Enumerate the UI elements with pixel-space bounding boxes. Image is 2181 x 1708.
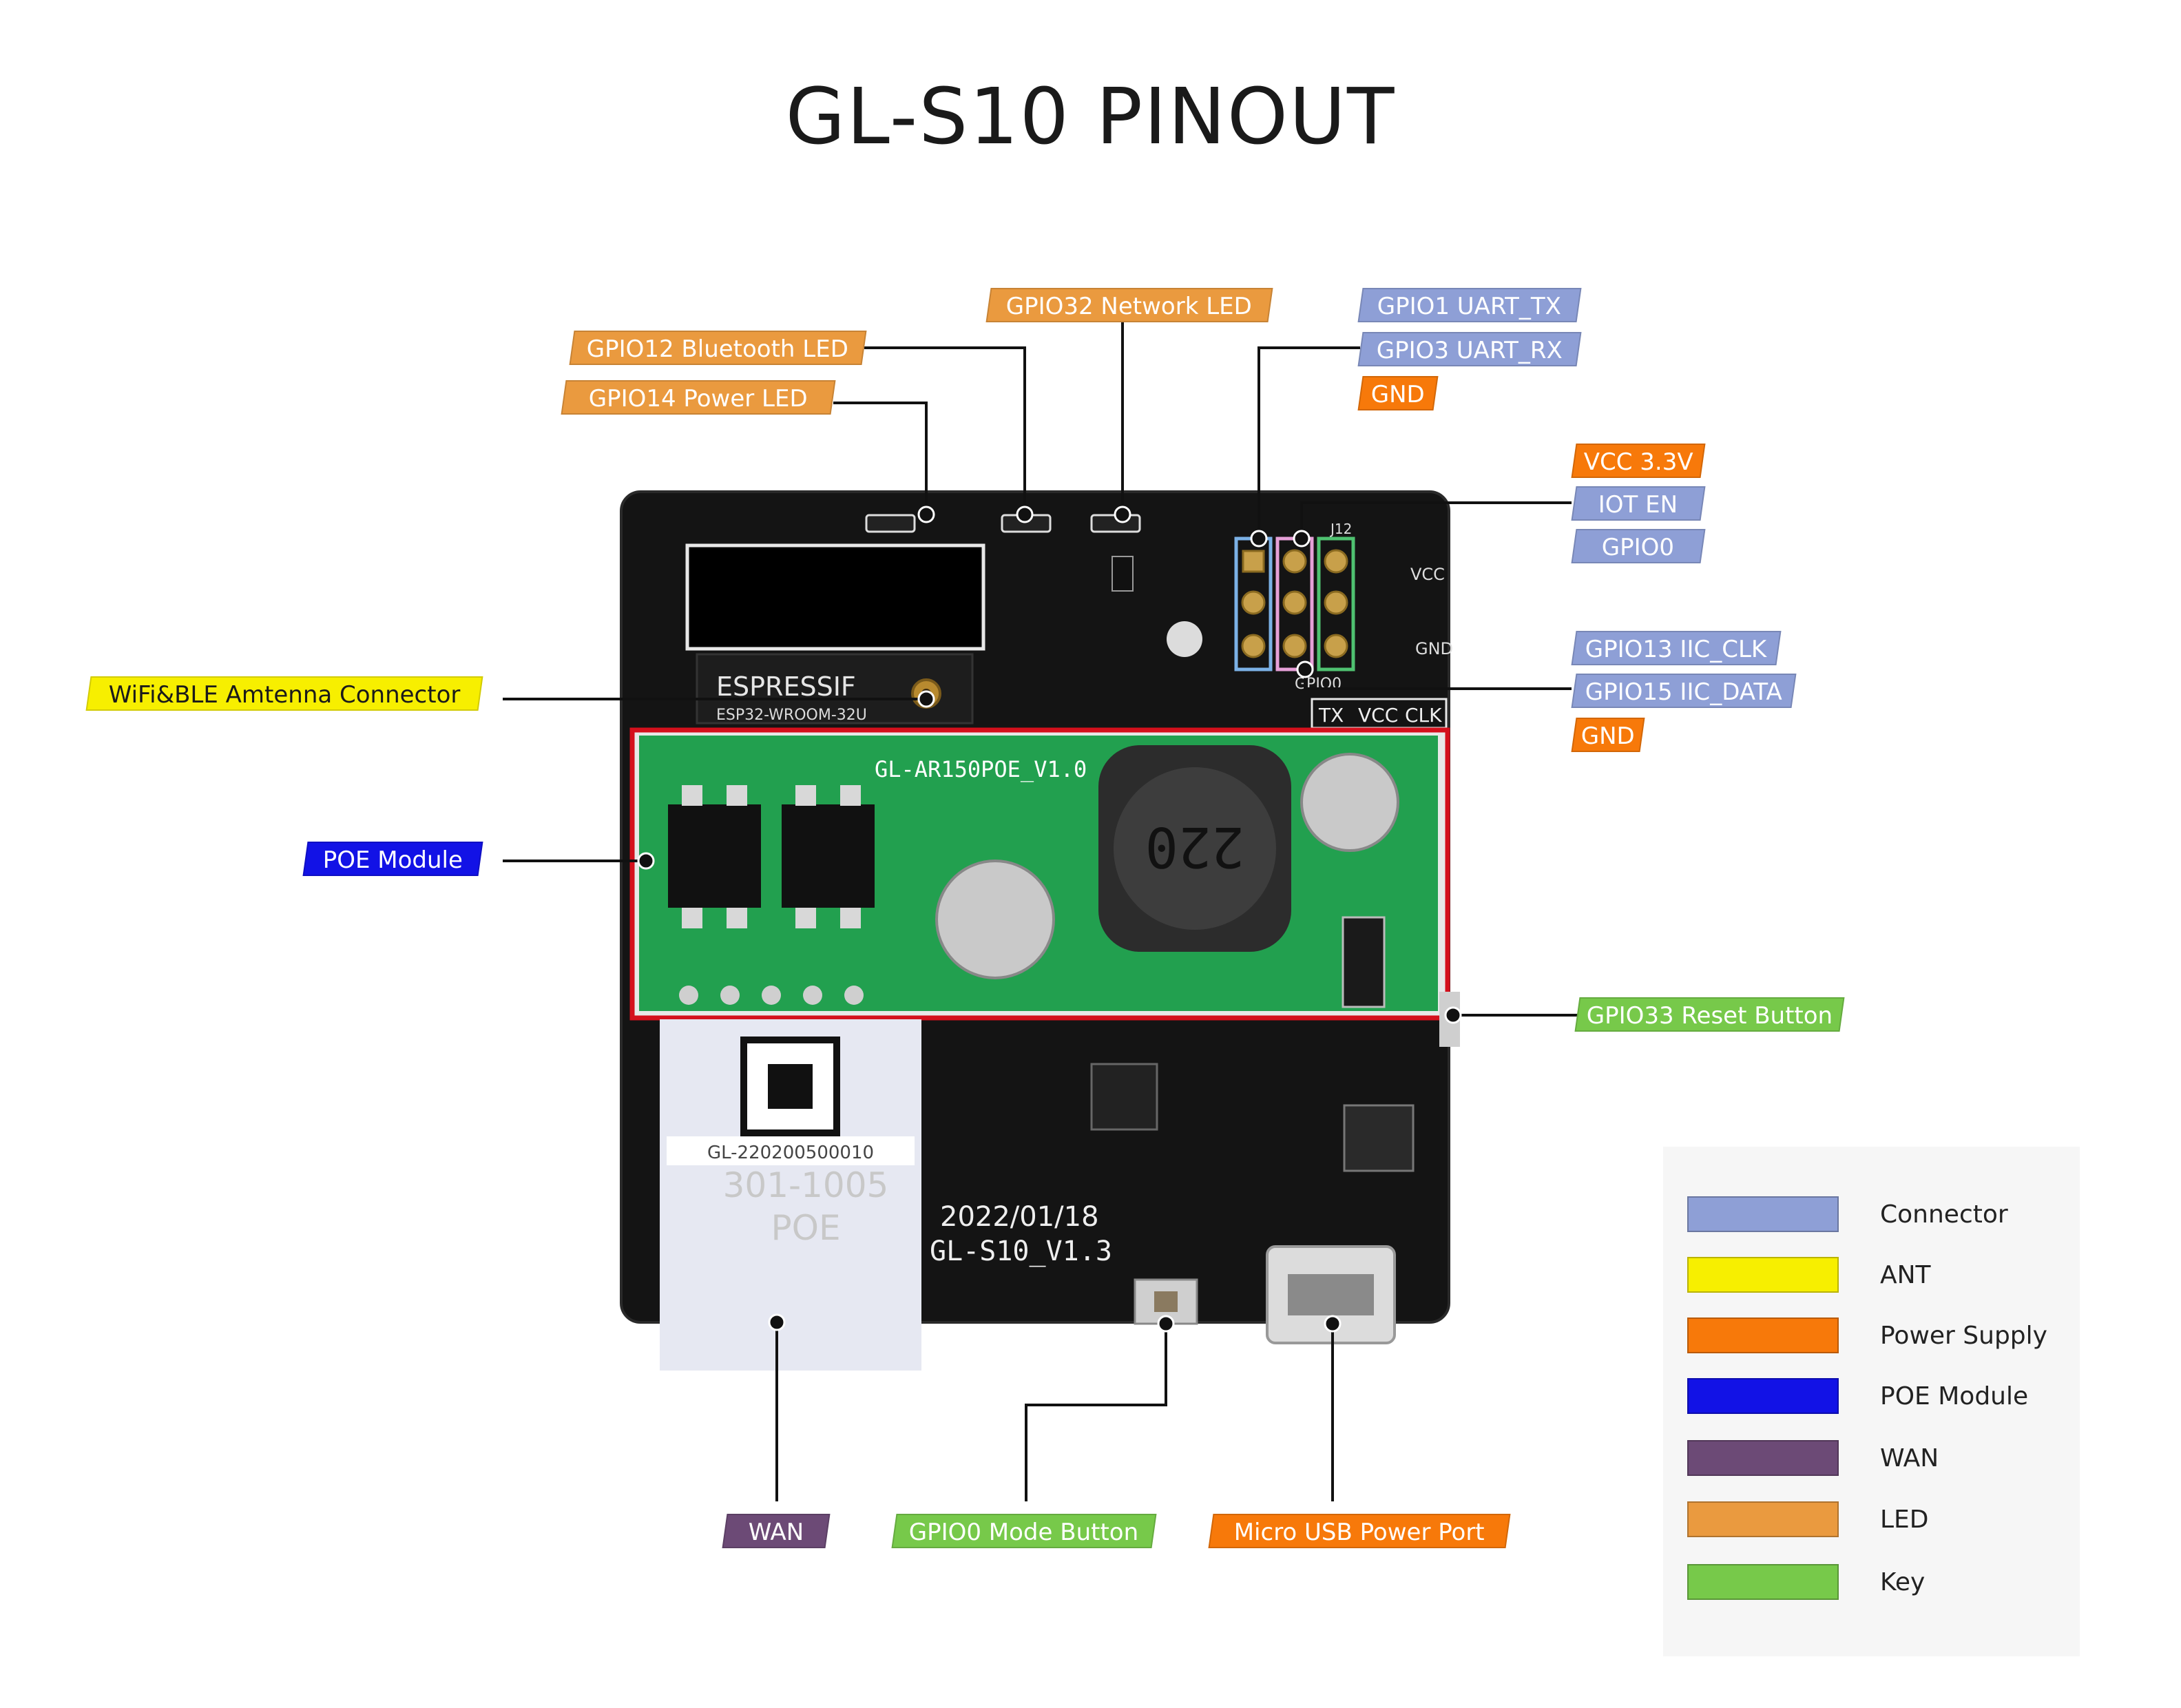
legend-label: POE Module [1880, 1382, 2029, 1410]
jack-part: 301-1005 [723, 1165, 889, 1205]
legend-swatch [1687, 1564, 1839, 1600]
label-gpio12-bluetooth-led: GPIO12 Bluetooth LED [569, 331, 867, 365]
cap-large [1300, 753, 1399, 852]
header-j12: J12 [1329, 521, 1352, 537]
legend-item-led: LED [1687, 1501, 2073, 1540]
module-model: ESP32-WROOM-32U [716, 707, 867, 724]
label-gpio15-iic-data: GPIO15 IIC_DATA [1571, 674, 1797, 708]
legend-swatch [1687, 1196, 1839, 1232]
legend-item-key: Key [1687, 1564, 2073, 1603]
board-date: 2022/01/18 [940, 1201, 1099, 1233]
label-gpio0-top: GPIO0 [1571, 529, 1706, 563]
module-shield [685, 543, 985, 651]
legend-item-ant: ANT [1687, 1257, 2073, 1295]
legend-item-poe-module: POE Module [1687, 1378, 2073, 1417]
header-vcc-side: VCC [1410, 565, 1445, 584]
poe-module-name: GL-AR150POE_V1.0 [875, 756, 1087, 782]
label-wifi-ble-antenna: WiFi&BLE Amtenna Connector [85, 676, 483, 711]
label-gpio3-uart-rx: GPIO3 UART_RX [1357, 332, 1582, 366]
header-tx: TX [1318, 704, 1344, 727]
label-poe-module: POE Module [302, 842, 483, 876]
label-micro-usb-power-port: Micro USB Power Port [1208, 1514, 1511, 1548]
legend: Connector ANT Power Supply POE Module WA… [1663, 1147, 2080, 1656]
module-brand: ESPRESSIF [716, 671, 856, 702]
cap-small [935, 860, 1055, 979]
poe-module-pcb [639, 736, 1438, 1011]
label-iot-en: IOT EN [1571, 486, 1706, 521]
legend-swatch [1687, 1440, 1839, 1476]
label-gpio33-reset-button: GPIO33 Reset Button [1574, 997, 1845, 1032]
legend-item-connector: Connector [1687, 1196, 2073, 1235]
legend-swatch [1687, 1501, 1839, 1537]
legend-swatch [1687, 1318, 1839, 1353]
header-clk: CLK [1405, 704, 1442, 727]
page-title: GL-S10 PINOUT [785, 72, 1396, 162]
header-gnd: GND [1415, 639, 1453, 658]
legend-label: LED [1880, 1506, 1929, 1534]
label-gnd-top: GND [1357, 376, 1439, 410]
label-gnd-right: GND [1571, 718, 1645, 752]
label-vcc-3v3: VCC 3.3V [1571, 444, 1706, 478]
header-gpio0: GPIO0 [1295, 676, 1342, 693]
legend-label: Connector [1880, 1200, 2008, 1229]
header-vcc: VCC [1358, 704, 1398, 727]
label-gpio13-iic-clk: GPIO13 IIC_CLK [1571, 631, 1782, 665]
legend-label: ANT [1880, 1261, 1931, 1289]
legend-item-power-supply: Power Supply [1687, 1318, 2073, 1356]
label-gpio32-network-led: GPIO32 Network LED [985, 288, 1273, 322]
legend-item-wan: WAN [1687, 1440, 2073, 1479]
board-version: GL-S10_V1.3 [930, 1236, 1112, 1267]
label-wan: WAN [722, 1514, 831, 1548]
legend-swatch [1687, 1378, 1839, 1414]
legend-label: Power Supply [1880, 1322, 2047, 1350]
jack-type: POE [771, 1208, 840, 1248]
inductor-value: 220 [1145, 815, 1245, 879]
label-gpio0-mode-button: GPIO0 Mode Button [891, 1514, 1157, 1548]
serial: GL-220200500010 [707, 1143, 874, 1163]
label-gpio1-uart-tx: GPIO1 UART_TX [1357, 288, 1582, 322]
label-gpio14-power-led: GPIO14 Power LED [561, 380, 836, 415]
legend-swatch [1687, 1257, 1839, 1293]
legend-label: WAN [1880, 1444, 1939, 1472]
legend-label: Key [1880, 1568, 1926, 1596]
